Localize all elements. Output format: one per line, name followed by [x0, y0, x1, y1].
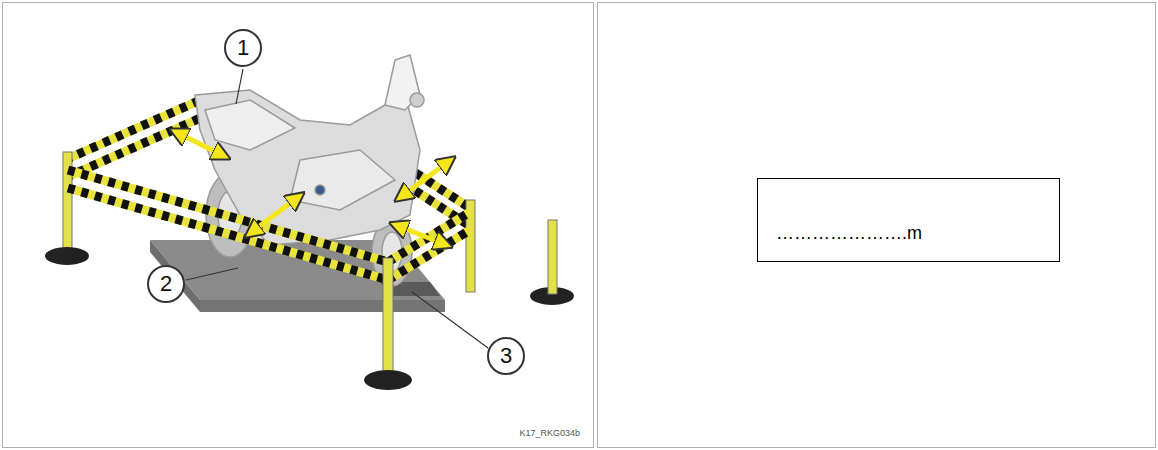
callout-number: 2	[147, 265, 185, 303]
callout-number: 3	[487, 337, 525, 375]
figure-code: K17_RKG034b	[519, 428, 580, 438]
blank-answer: ………………….m	[776, 223, 922, 243]
callout-number: 1	[237, 35, 249, 61]
callout-number: 2	[160, 271, 172, 297]
answer-box: ………………….m	[757, 178, 1060, 262]
callout-number: 3	[500, 343, 512, 369]
callout-number: 1	[224, 29, 262, 67]
